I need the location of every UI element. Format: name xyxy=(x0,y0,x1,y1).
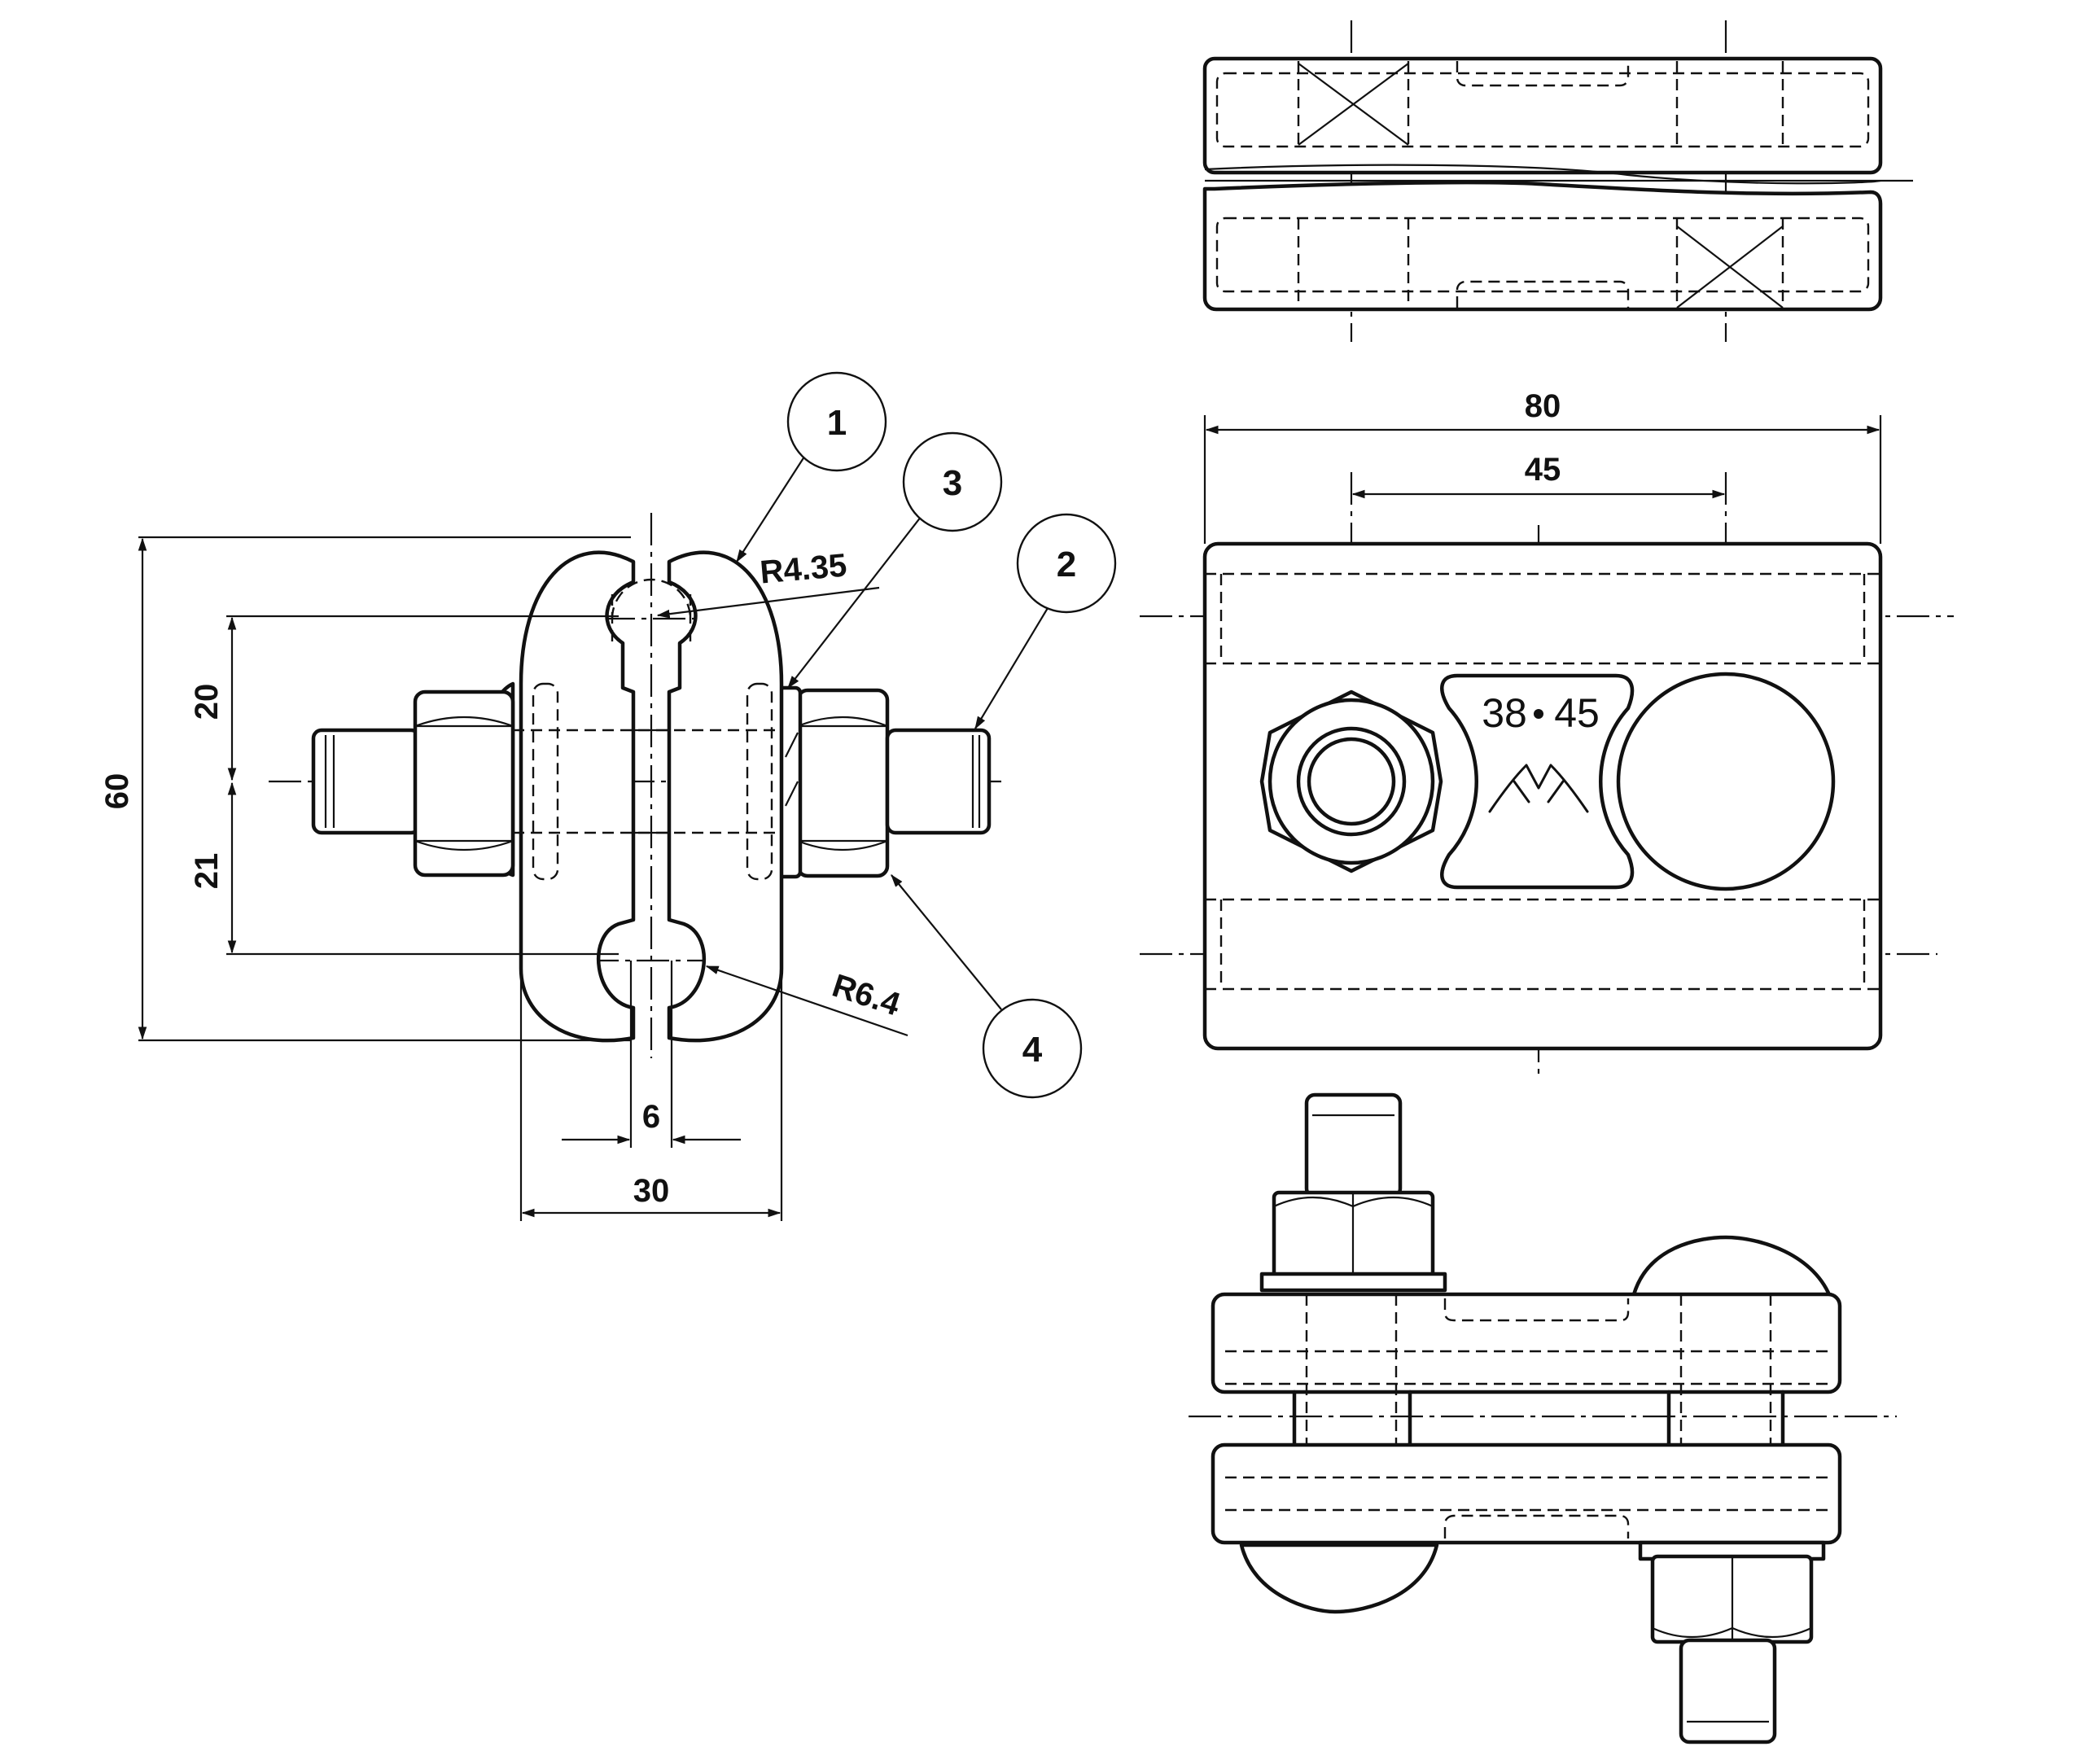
top-view xyxy=(1202,20,1913,342)
balloon-4: 4 xyxy=(982,998,1083,1099)
marking-size-left: 38 xyxy=(1482,690,1527,736)
bottom-view xyxy=(1189,1092,1897,1744)
balloon-1: 1 xyxy=(786,371,887,472)
balloon-3: 3 xyxy=(902,431,1003,532)
marking-size-right: 45 xyxy=(1554,690,1600,736)
dim-lower-offset: 21 xyxy=(189,853,225,890)
balloon-1-label: 1 xyxy=(827,403,847,443)
balloon-2-label: 2 xyxy=(1057,545,1076,584)
front-view xyxy=(269,513,1001,1058)
dim-body-width: 30 xyxy=(633,1173,670,1209)
front-view-dimensions xyxy=(138,453,1051,1221)
dim-overall-height: 60 xyxy=(99,773,135,810)
balloon-4-label: 4 xyxy=(1022,1030,1043,1070)
front-view-dimension-labels: 60 20 21 6 30 R4.35 R6.4 xyxy=(99,547,905,1209)
balloon-group: 1 3 2 4 xyxy=(786,371,1117,1099)
manufacturer-logo-icon xyxy=(1488,764,1589,813)
dim-bolt-spacing: 45 xyxy=(1525,452,1561,488)
side-view: 38 45 xyxy=(1140,472,1954,1075)
dim-radius-small: R4.35 xyxy=(759,547,848,590)
dim-slot-width: 6 xyxy=(642,1099,660,1135)
balloon-2: 2 xyxy=(1016,513,1117,614)
dim-upper-offset: 20 xyxy=(189,684,225,720)
side-view-dimensions: 80 45 xyxy=(1203,388,1882,544)
balloon-3-label: 3 xyxy=(943,463,962,503)
dim-radius-large: R6.4 xyxy=(828,968,905,1023)
dim-overall-length: 80 xyxy=(1525,388,1561,424)
